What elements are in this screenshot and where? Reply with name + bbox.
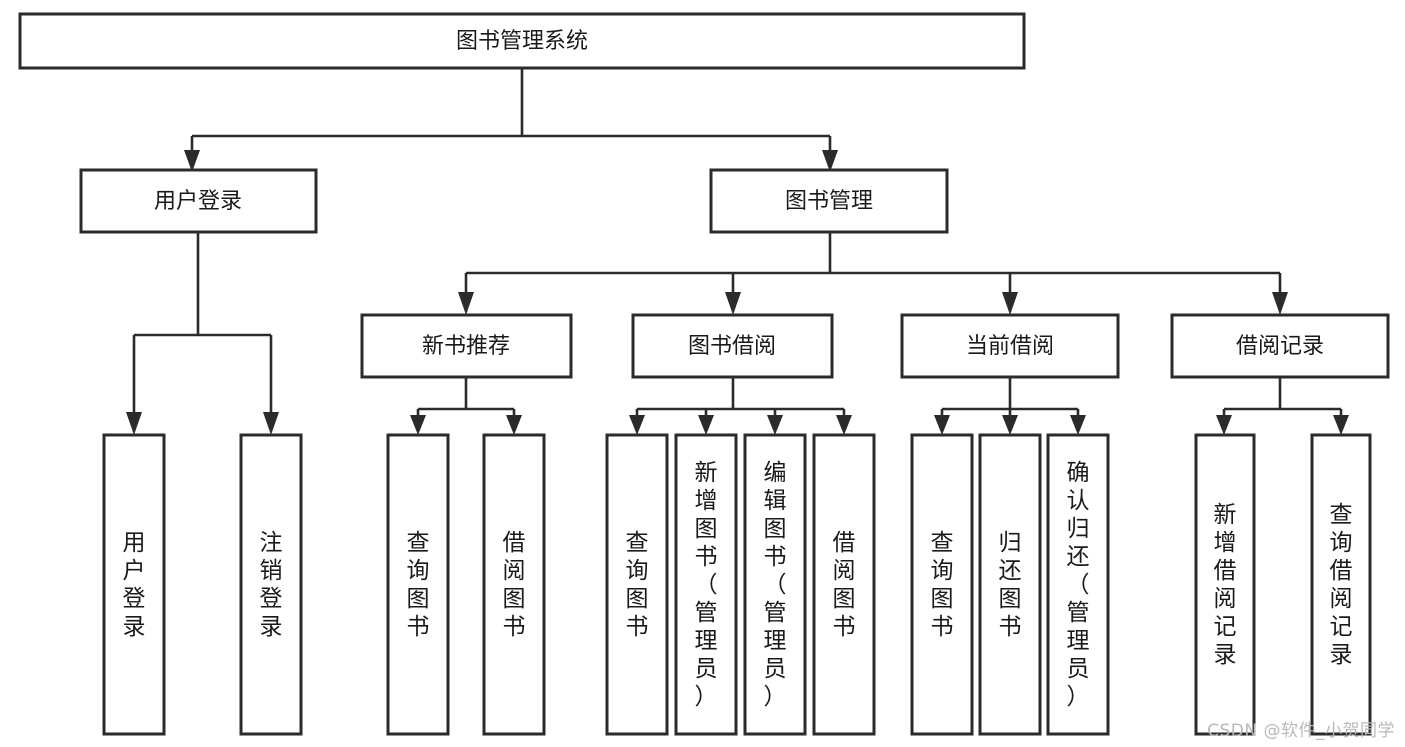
node-leaf-user-logout[interactable]: 注销登录 [239, 433, 303, 736]
node-leaf-user-login[interactable]: 用户登录 [102, 433, 166, 736]
node-book-management-label: 图书管理 [785, 189, 873, 214]
connector-group-borrow-record-to-leaves [1216, 377, 1349, 435]
node-leaf-query-record[interactable]: 查询借阅记录 [1310, 433, 1372, 736]
node-leaf-borrow-book-1-label: 借阅图书 [503, 530, 526, 640]
node-borrow-record-label: 借阅记录 [1236, 334, 1324, 359]
node-leaf-add-book-label: 新增图书（管理员） [695, 460, 718, 710]
node-user-login-box[interactable] [79, 168, 318, 234]
arrow-head-leaf-add-book [698, 415, 714, 435]
node-leaf-user-login-label: 用户登录 [123, 530, 146, 640]
node-leaf-user-login-box[interactable] [102, 433, 166, 736]
node-leaf-add-record[interactable]: 新增借阅记录 [1194, 433, 1256, 736]
node-leaf-add-book-box[interactable] [674, 433, 738, 736]
node-leaf-query-book-2[interactable]: 查询图书 [605, 433, 669, 736]
node-root-box[interactable] [18, 12, 1026, 70]
arrow-head-leaf-borrow-book-2 [836, 415, 852, 435]
node-leaf-return-book-box[interactable] [978, 433, 1042, 736]
node-leaf-borrow-book-2-box[interactable] [812, 433, 876, 736]
connector-group-root-to-level2 [184, 68, 838, 172]
node-leaf-query-book-1-box[interactable] [386, 433, 450, 736]
arrow-head-leaf-query-book-2 [629, 415, 645, 435]
connector-group-book-borrow-to-leaves [629, 377, 852, 435]
node-leaf-query-book-1[interactable]: 查询图书 [386, 433, 450, 736]
node-book-borrow-box[interactable] [631, 313, 834, 379]
connector-group-current-borrow-to-leaves [934, 377, 1086, 435]
node-leaf-query-book-3-label: 查询图书 [931, 530, 954, 640]
node-leaf-confirm-return-box[interactable] [1046, 433, 1110, 736]
node-leaf-edit-book[interactable]: 编辑图书（管理员） [743, 433, 807, 736]
node-leaf-query-book-3-box[interactable] [910, 433, 974, 736]
arrow-head-leaf-query-book-3 [934, 415, 950, 435]
node-borrow-record-box[interactable] [1170, 313, 1390, 379]
node-leaf-add-book[interactable]: 新增图书（管理员） [674, 433, 738, 736]
arrow-head-leaf-edit-book [767, 415, 783, 435]
node-new-book-recommend[interactable]: 新书推荐 [360, 313, 573, 379]
arrow-head-new-book-recommend [458, 292, 474, 315]
node-leaf-query-record-label: 查询借阅记录 [1330, 502, 1353, 668]
node-leaf-user-logout-box[interactable] [239, 433, 303, 736]
node-leaf-confirm-return-label: 确认归还（管理员） [1067, 460, 1090, 710]
csdn-watermark: CSDN @软件_小贺同学 [1207, 721, 1395, 741]
arrow-head-book-borrow [725, 292, 741, 315]
connector-group-new-book-recommend-to-leaves [410, 377, 522, 435]
arrow-head-user-login [184, 150, 200, 172]
arrow-head-leaf-user-login [126, 412, 142, 435]
node-new-book-recommend-label: 新书推荐 [422, 334, 510, 359]
arrow-head-leaf-add-record [1216, 415, 1232, 435]
node-current-borrow-box[interactable] [900, 313, 1120, 379]
node-leaf-add-record-box[interactable] [1194, 433, 1256, 736]
node-leaf-confirm-return[interactable]: 确认归还（管理员） [1046, 433, 1110, 736]
node-leaf-edit-book-label: 编辑图书（管理员） [764, 460, 787, 710]
node-book-borrow[interactable]: 图书借阅 [631, 313, 834, 379]
node-book-management-box[interactable] [709, 168, 949, 234]
node-new-book-recommend-box[interactable] [360, 313, 573, 379]
node-root[interactable]: 图书管理系统 [18, 12, 1026, 70]
node-leaf-borrow-book-1[interactable]: 借阅图书 [482, 433, 546, 736]
node-leaf-query-book-1-label: 查询图书 [407, 530, 430, 640]
node-borrow-record[interactable]: 借阅记录 [1170, 313, 1390, 379]
node-leaf-return-book-label: 归还图书 [999, 530, 1022, 640]
node-user-login-label: 用户登录 [154, 189, 242, 214]
arrow-head-leaf-borrow-book-1 [506, 415, 522, 435]
node-leaf-query-book-2-label: 查询图书 [626, 530, 649, 640]
connector-group-user-login-to-leaves [126, 232, 279, 435]
node-leaf-edit-book-box[interactable] [743, 433, 807, 736]
arrow-head-leaf-query-book-1 [410, 415, 426, 435]
connector-group-book-management-to-level3 [458, 232, 1288, 315]
node-leaf-borrow-book-1-box[interactable] [482, 433, 546, 736]
arrow-head-borrow-record [1272, 292, 1288, 315]
node-leaf-query-record-box[interactable] [1310, 433, 1372, 736]
arrow-head-leaf-return-book [1002, 415, 1018, 435]
node-book-management[interactable]: 图书管理 [709, 168, 949, 234]
node-leaf-return-book[interactable]: 归还图书 [978, 433, 1042, 736]
node-current-borrow-label: 当前借阅 [966, 334, 1054, 359]
node-leaf-user-logout-label: 注销登录 [260, 530, 283, 640]
node-user-login[interactable]: 用户登录 [79, 168, 318, 234]
node-current-borrow[interactable]: 当前借阅 [900, 313, 1120, 379]
node-leaf-query-book-2-box[interactable] [605, 433, 669, 736]
node-leaf-query-book-3[interactable]: 查询图书 [910, 433, 974, 736]
node-leaf-borrow-book-2[interactable]: 借阅图书 [812, 433, 876, 736]
node-book-borrow-label: 图书借阅 [688, 334, 776, 359]
arrow-head-leaf-confirm-return [1070, 415, 1086, 435]
arrow-head-current-borrow [1002, 292, 1018, 315]
arrow-head-leaf-user-logout [263, 412, 279, 435]
arrow-head-book-management [822, 150, 838, 172]
node-leaf-add-record-label: 新增借阅记录 [1214, 502, 1237, 668]
node-leaf-borrow-book-2-label: 借阅图书 [833, 530, 856, 640]
arrow-head-leaf-query-record [1333, 415, 1349, 435]
node-root-label: 图书管理系统 [456, 29, 588, 54]
